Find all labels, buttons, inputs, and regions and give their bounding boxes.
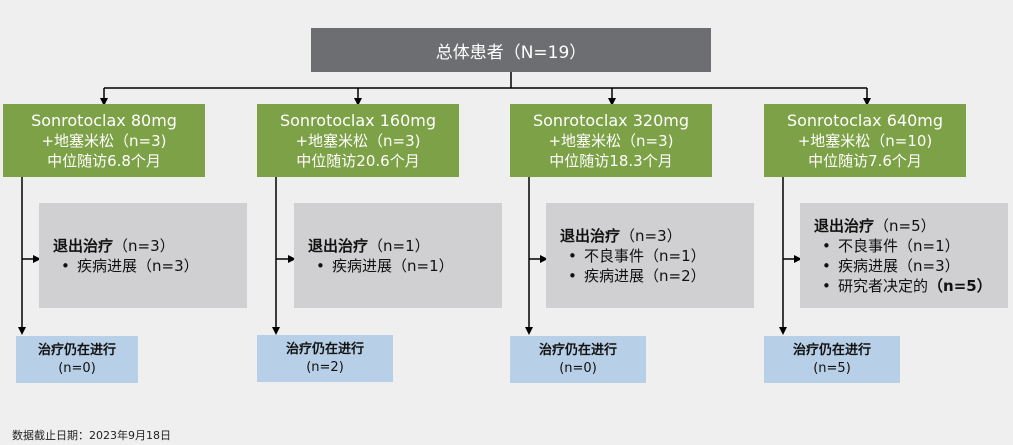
exit-reasons: 不良事件（n=1） 疾病进展（n=3） 研究者决定的（n=5） — [814, 236, 1008, 296]
exit-reason: 不良事件（n=1） — [814, 236, 1008, 256]
exit-title-text: 退出治疗 — [814, 216, 875, 235]
arm-combo: +地塞米松（n=3) — [548, 131, 674, 150]
exit-box-640mg: 退出治疗（n=5） 不良事件（n=1） 疾病进展（n=3） 研究者决定的（n=5… — [800, 203, 1008, 308]
exit-box-320mg: 退出治疗（n=3） 不良事件（n=1） 疾病进展（n=2） — [546, 203, 754, 308]
ongoing-count: (n=2) — [306, 359, 344, 375]
exit-title-text: 退出治疗 — [560, 226, 621, 245]
exit-title-count: （n=3） — [113, 236, 175, 255]
arm-dose: Sonrotoclax 80mg — [31, 110, 177, 130]
exit-title-count: （n=3） — [620, 226, 682, 245]
exit-reason-text: 不良事件（n=1） — [584, 246, 706, 265]
arm-box-640mg: Sonrotoclax 640mg +地塞米松（n=10) 中位随访7.6个月 — [764, 104, 966, 177]
exit-title-text: 退出治疗 — [53, 236, 114, 255]
exit-reason: 疾病进展（n=2） — [560, 266, 754, 286]
exit-reason-text: 研究者决定的 — [838, 276, 929, 295]
arm-dose: Sonrotoclax 320mg — [532, 110, 690, 130]
exit-box-80mg: 退出治疗（n=3） 疾病进展（n=3） — [39, 203, 247, 308]
arm-followup: 中位随访6.8个月 — [47, 151, 161, 170]
arm-followup: 中位随访20.6个月 — [296, 151, 420, 170]
ongoing-label: 治疗仍在进行 — [37, 342, 116, 358]
exit-reasons: 疾病进展（n=3） — [53, 256, 247, 276]
exit-title: 退出治疗（n=3） — [560, 226, 754, 246]
exit-reason-text: 疾病进展（n=3） — [77, 256, 199, 275]
exit-reason-count: （n=5） — [928, 276, 992, 295]
exit-title-text: 退出治疗 — [308, 236, 369, 255]
ongoing-label: 治疗仍在进行 — [285, 341, 364, 357]
arm-box-320mg: Sonrotoclax 320mg +地塞米松（n=3) 中位随访18.3个月 — [510, 104, 712, 177]
exit-title: 退出治疗（n=3） — [53, 236, 247, 256]
exit-reason: 研究者决定的（n=5） — [814, 276, 1008, 296]
exit-reason: 疾病进展（n=3） — [814, 256, 1008, 276]
arm-followup: 中位随访7.6个月 — [808, 151, 922, 170]
ongoing-count: (n=0) — [58, 360, 96, 376]
arm-combo: +地塞米松（n=10) — [797, 131, 933, 150]
arm-dose: Sonrotoclax 640mg — [786, 110, 944, 130]
exit-title: 退出治疗（n=1） — [308, 236, 502, 256]
ongoing-label: 治疗仍在进行 — [538, 342, 617, 358]
total-patients-box: 总体患者（N=19） — [311, 28, 711, 72]
ongoing-label: 治疗仍在进行 — [792, 342, 871, 358]
exit-reason: 疾病进展（n=1） — [308, 256, 502, 276]
ongoing-count: (n=5) — [813, 360, 851, 376]
ongoing-box-160mg: 治疗仍在进行 (n=2) — [257, 335, 393, 382]
exit-reason-text: 疾病进展（n=2） — [584, 266, 706, 285]
exit-reason-text: 疾病进展（n=1） — [332, 256, 454, 275]
exit-reason-text: 疾病进展（n=3） — [838, 256, 960, 275]
exit-title-count: （n=5） — [874, 216, 936, 235]
exit-title-count: （n=1） — [368, 236, 430, 255]
ongoing-box-640mg: 治疗仍在进行 (n=5) — [764, 336, 900, 383]
data-cutoff-footnote: 数据截止日期：2023年9月18日 — [12, 429, 171, 442]
arm-box-160mg: Sonrotoclax 160mg +地塞米松（n=3) 中位随访20.6个月 — [257, 104, 459, 177]
exit-reason: 不良事件（n=1） — [560, 246, 754, 266]
exit-reasons: 不良事件（n=1） 疾病进展（n=2） — [560, 246, 754, 286]
ongoing-count: (n=0) — [559, 360, 597, 376]
exit-reason: 疾病进展（n=3） — [53, 256, 247, 276]
ongoing-box-80mg: 治疗仍在进行 (n=0) — [16, 336, 138, 383]
exit-title: 退出治疗（n=5） — [814, 216, 1008, 236]
arm-dose: Sonrotoclax 160mg — [279, 110, 437, 130]
total-patients-label: 总体患者（N=19） — [435, 42, 587, 63]
ongoing-box-320mg: 治疗仍在进行 (n=0) — [510, 336, 646, 383]
arm-combo: +地塞米松（n=3) — [295, 131, 421, 150]
arm-followup: 中位随访18.3个月 — [549, 151, 673, 170]
exit-reasons: 疾病进展（n=1） — [308, 256, 502, 276]
exit-box-160mg: 退出治疗（n=1） 疾病进展（n=1） — [294, 203, 502, 308]
exit-reason-text: 不良事件（n=1） — [838, 236, 960, 255]
arm-box-80mg: Sonrotoclax 80mg +地塞米松（n=3) 中位随访6.8个月 — [3, 104, 205, 177]
arm-combo: +地塞米松（n=3) — [41, 131, 167, 150]
